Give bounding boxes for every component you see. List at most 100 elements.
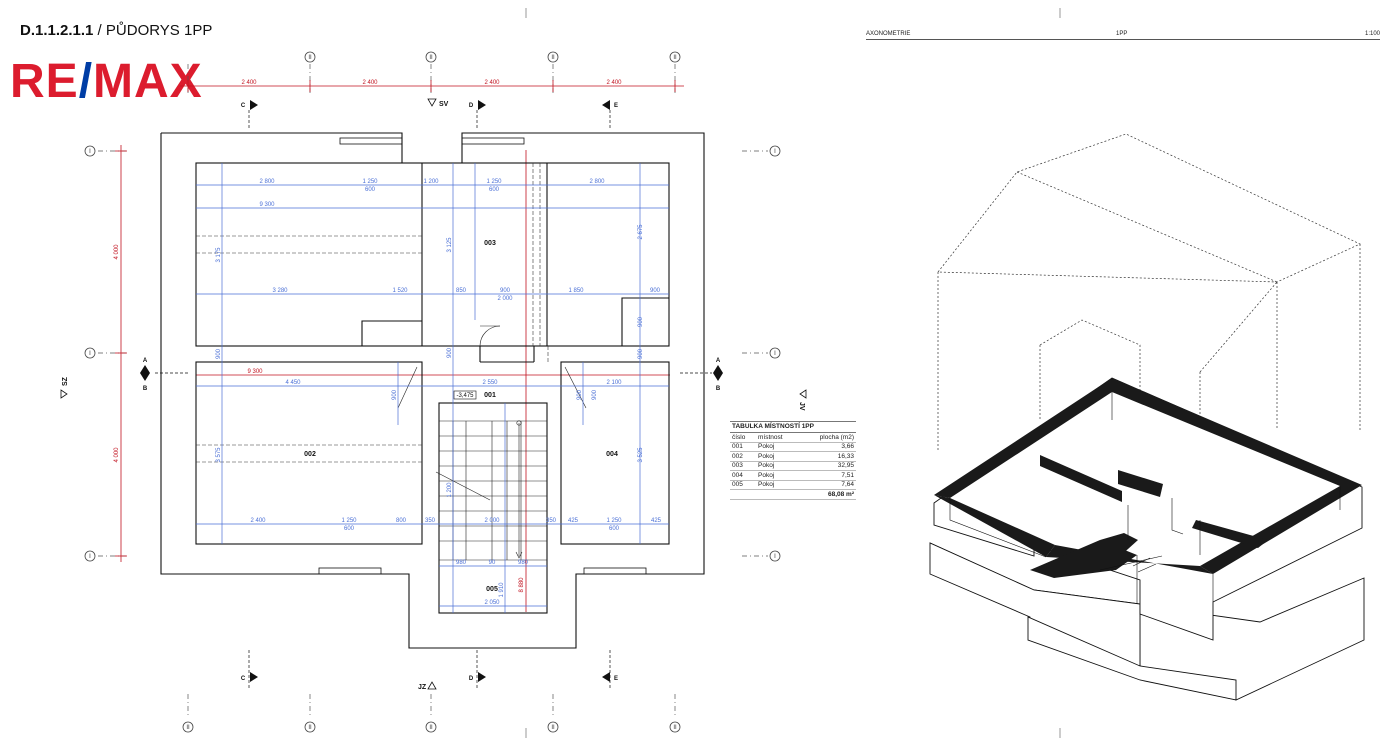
grid-bubble xyxy=(425,721,437,733)
sheet-separator: / xyxy=(93,22,106,39)
dimension-label: 900 xyxy=(447,347,453,358)
section-a-marker-left xyxy=(140,365,150,381)
grid-bubble xyxy=(182,721,194,733)
room-labels: 001 002 003 004 005 xyxy=(304,240,618,593)
orientation-labels: SV JZ SZ JV xyxy=(60,98,807,691)
red-dimensions xyxy=(115,80,684,612)
room-table-row: 002 Pokoj 16,33 xyxy=(730,452,856,462)
dimension-label: 980 xyxy=(518,560,529,566)
hidden-lines xyxy=(196,163,549,463)
dimension-label: 850 xyxy=(456,288,467,294)
dimension-label: 2 050 xyxy=(484,600,500,606)
axonometry-scale: 1:100 xyxy=(1364,31,1380,37)
orientation-label: SZ xyxy=(62,376,69,386)
room-area: 7,64 xyxy=(841,481,854,489)
dimension-label: 8 880 xyxy=(519,577,525,593)
dimension-label: 2 800 xyxy=(259,179,275,185)
logo-max: MAX xyxy=(93,55,203,108)
grid-label: II xyxy=(308,725,312,731)
section-label: E xyxy=(614,676,618,682)
dimension-label: 900 xyxy=(577,389,583,400)
dimension-label: 2 675 xyxy=(638,224,644,240)
dimension-label: 1 850 xyxy=(568,288,584,294)
dimension-label: 1 250 xyxy=(341,518,357,524)
axonometry-header: AXONOMETRIE 1PP 1:100 xyxy=(866,31,1380,40)
section-e-marker-bottom xyxy=(602,672,610,682)
room-name: Pokoj xyxy=(758,471,775,479)
level-label: -3,475 xyxy=(456,393,474,399)
section-label: D xyxy=(469,676,474,682)
room-name: Pokoj xyxy=(758,481,775,489)
grid-label: I xyxy=(89,149,91,155)
dimension-label: 1 250 xyxy=(606,518,622,524)
room-number: 001 xyxy=(732,443,743,451)
orientation-triangle xyxy=(427,98,437,107)
room-table-header-area: plocha (m2) xyxy=(819,433,854,441)
dimension-label: 800 xyxy=(396,518,407,524)
stairs xyxy=(397,325,587,561)
room-number: 005 xyxy=(732,481,743,489)
orientation-triangle xyxy=(60,389,68,399)
dimension-label: 2 800 xyxy=(589,179,605,185)
section-d-marker-top xyxy=(478,100,486,110)
grid-label: II xyxy=(186,725,190,731)
room-number: 004 xyxy=(732,471,743,479)
dimension-label: 900 xyxy=(392,389,398,400)
axonometric-details xyxy=(949,392,1341,604)
section-label: A xyxy=(716,358,721,364)
dimension-label: 2 000 xyxy=(484,518,500,524)
axonometric-dotted-roof xyxy=(937,133,1361,450)
room-label-005: 005 xyxy=(486,586,498,593)
grid-bubble xyxy=(669,51,681,63)
section-label: E xyxy=(614,103,618,109)
room-table-header-number: číslo xyxy=(732,433,746,441)
dimension-label: 1 520 xyxy=(392,288,408,294)
dimension-label: 1 910 xyxy=(499,582,505,598)
room-label-004: 004 xyxy=(606,451,618,458)
grid-label: I xyxy=(89,554,91,560)
dimension-label: 600 xyxy=(489,187,500,193)
section-label: C xyxy=(241,676,246,682)
section-label: D xyxy=(469,103,474,109)
grid-bubble xyxy=(84,145,96,157)
grid-label: I xyxy=(774,351,776,357)
dimension-label: 900 xyxy=(500,288,511,294)
dimension-label: 3 525 xyxy=(638,447,644,463)
sheet-code: D.1.1.2.1.1 xyxy=(20,22,94,39)
grid-bubble xyxy=(769,145,781,157)
dimension-label: 425 xyxy=(651,518,662,524)
blue-dimension-labels: 2 800 1 250 1 200 1 250 2 800 600 600 9 … xyxy=(216,179,662,606)
dimension-label: 3 175 xyxy=(216,247,222,263)
grid-label: II xyxy=(308,55,312,61)
windows xyxy=(318,137,647,575)
room-table-total-row: 68,08 m² xyxy=(730,490,856,500)
room-table-row: 001 Pokoj 3,66 xyxy=(730,443,856,452)
sheet-name: PŮDORYS 1PP xyxy=(105,22,213,39)
grid-label: II xyxy=(551,725,555,731)
plan-walls xyxy=(160,132,705,649)
room-table-row: 004 Pokoj 7,51 xyxy=(730,471,856,481)
grid-bubble xyxy=(84,550,96,562)
room-table-row: 003 Pokoj 32,95 xyxy=(730,462,856,471)
grid-bubble xyxy=(769,550,781,562)
dimension-label: 4 000 xyxy=(114,244,120,260)
red-dimension-labels: 2 400 2 400 2 400 2 400 4 000 4 000 9 30… xyxy=(114,80,622,593)
grid-label: II xyxy=(673,55,677,61)
logo-re: RE xyxy=(10,55,79,108)
axonometric-view xyxy=(929,133,1365,701)
dimension-label: 900 xyxy=(592,389,598,400)
dimension-label: 2 400 xyxy=(250,518,266,524)
grid-bubble xyxy=(547,721,559,733)
grid-label: II xyxy=(429,55,433,61)
dimension-label: 350 xyxy=(546,518,557,524)
room-table-header: číslo místnost plocha (m2) xyxy=(730,433,856,443)
dimension-label: 4 000 xyxy=(114,447,120,463)
section-e-marker-top xyxy=(602,100,610,110)
axonometric-base xyxy=(929,377,1365,701)
level-box xyxy=(453,390,477,400)
dimension-label: 2 400 xyxy=(606,80,622,86)
dimension-label: 1 250 xyxy=(362,179,378,185)
dimension-label: 2 550 xyxy=(482,380,498,386)
axonometric-walls xyxy=(934,378,1362,578)
